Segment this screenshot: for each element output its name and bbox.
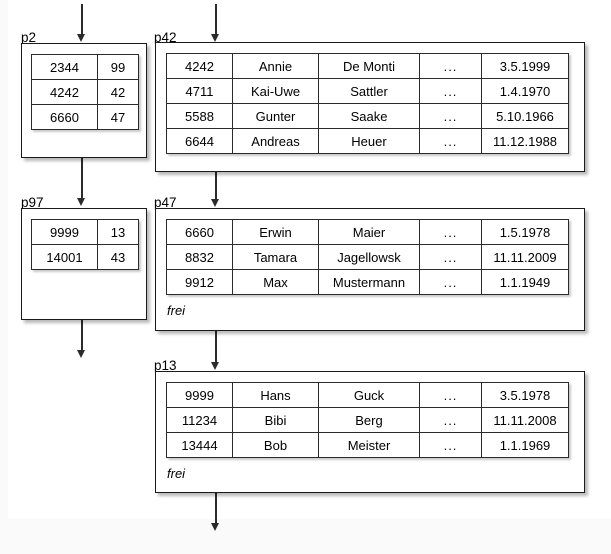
cell-key: 14001 <box>31 244 98 270</box>
cell-ellipsis: ... <box>419 269 482 295</box>
cell-ellipsis: ... <box>419 103 482 129</box>
free-space-label-p13: frei <box>167 466 186 481</box>
table-row[interactable]: 9912 Max Mustermann ... 1.1.1949 <box>166 269 569 295</box>
table-p13: 9999 Hans Guck ... 3.5.1978 11234 Bibi B… <box>166 382 569 458</box>
cell-key: 4242 <box>31 79 98 105</box>
cell-key: 9999 <box>31 219 98 245</box>
table-row[interactable]: 5588 Gunter Saake ... 5.10.1966 <box>166 103 569 129</box>
table-row[interactable]: 4242 Annie De Monti ... 3.5.1999 <box>166 53 569 79</box>
cell-value: 13 <box>97 219 139 245</box>
table-row[interactable]: 6660 Erwin Maier ... 1.5.1978 <box>166 219 569 245</box>
cell-ellipsis: ... <box>419 407 482 433</box>
cell-firstname: Gunter <box>232 103 319 129</box>
cell-id: 11234 <box>166 407 233 433</box>
cell-firstname: Tamara <box>232 244 319 270</box>
table-p2: 2344 99 4242 42 6660 47 <box>31 54 139 130</box>
cell-ellipsis: ... <box>419 53 482 79</box>
cell-firstname: Andreas <box>232 128 319 154</box>
block-p2[interactable]: 2344 99 4242 42 6660 47 <box>21 43 147 158</box>
cell-value: 42 <box>97 79 139 105</box>
table-row[interactable]: 13444 Bob Meister ... 1.1.1969 <box>166 432 569 458</box>
cell-date: 11.11.2008 <box>481 407 569 433</box>
block-label-p2: p2 <box>21 30 37 45</box>
cell-value: 99 <box>97 54 139 80</box>
block-p47[interactable]: 6660 Erwin Maier ... 1.5.1978 8832 Tamar… <box>155 208 585 331</box>
cell-id: 8832 <box>166 244 233 270</box>
table-row[interactable]: 9999 Hans Guck ... 3.5.1978 <box>166 382 569 408</box>
cell-lastname: Maier <box>318 219 420 245</box>
cell-firstname: Annie <box>232 53 319 79</box>
block-label-p97: p97 <box>21 195 44 210</box>
cell-lastname: Jagellowsk <box>318 244 420 270</box>
cell-id: 13444 <box>166 432 233 458</box>
cell-date: 5.10.1966 <box>481 103 569 129</box>
cell-lastname: Sattler <box>318 78 420 104</box>
table-row[interactable]: 6660 47 <box>31 104 139 130</box>
free-space-label-p47: frei <box>167 303 186 318</box>
table-p97: 9999 13 14001 43 <box>31 219 139 270</box>
cell-date: 1.1.1949 <box>481 269 569 295</box>
cell-lastname: De Monti <box>318 53 420 79</box>
diagram-paper: p2 2344 99 4242 42 6660 47 <box>8 0 611 531</box>
table-row[interactable]: 9999 13 <box>31 219 139 245</box>
cell-date: 11.12.1988 <box>481 128 569 154</box>
cell-lastname: Mustermann <box>318 269 420 295</box>
cell-id: 4242 <box>166 53 233 79</box>
table-row[interactable]: 2344 99 <box>31 54 139 80</box>
cell-key: 6660 <box>31 104 98 130</box>
table-row[interactable]: 4242 42 <box>31 79 139 105</box>
cell-date: 1.5.1978 <box>481 219 569 245</box>
table-row[interactable]: 6644 Andreas Heuer ... 11.12.1988 <box>166 128 569 154</box>
cell-ellipsis: ... <box>419 382 482 408</box>
cell-lastname: Berg <box>318 407 420 433</box>
cell-id: 5588 <box>166 103 233 129</box>
cell-id: 4711 <box>166 78 233 104</box>
cell-value: 43 <box>97 244 139 270</box>
cell-firstname: Max <box>232 269 319 295</box>
table-row[interactable]: 11234 Bibi Berg ... 11.11.2008 <box>166 407 569 433</box>
cell-id: 6660 <box>166 219 233 245</box>
cell-value: 47 <box>97 104 139 130</box>
cell-firstname: Hans <box>232 382 319 408</box>
cell-firstname: Bibi <box>232 407 319 433</box>
table-p47: 6660 Erwin Maier ... 1.5.1978 8832 Tamar… <box>166 219 569 295</box>
cell-ellipsis: ... <box>419 128 482 154</box>
block-label-p42: p42 <box>154 30 177 45</box>
block-p42[interactable]: 4242 Annie De Monti ... 3.5.1999 4711 Ka… <box>155 42 585 172</box>
cell-ellipsis: ... <box>419 78 482 104</box>
table-row[interactable]: 14001 43 <box>31 244 139 270</box>
cell-id: 9912 <box>166 269 233 295</box>
cell-lastname: Saake <box>318 103 420 129</box>
block-label-p47: p47 <box>154 195 177 210</box>
cell-date: 3.5.1999 <box>481 53 569 79</box>
table-row[interactable]: 8832 Tamara Jagellowsk ... 11.11.2009 <box>166 244 569 270</box>
cell-firstname: Bob <box>232 432 319 458</box>
cell-ellipsis: ... <box>419 219 482 245</box>
cell-date: 3.5.1978 <box>481 382 569 408</box>
table-row[interactable]: 4711 Kai-Uwe Sattler ... 1.4.1970 <box>166 78 569 104</box>
cell-date: 11.11.2009 <box>481 244 569 270</box>
block-p13[interactable]: 9999 Hans Guck ... 3.5.1978 11234 Bibi B… <box>155 371 585 493</box>
cell-date: 1.4.1970 <box>481 78 569 104</box>
cell-id: 9999 <box>166 382 233 408</box>
cell-id: 6644 <box>166 128 233 154</box>
cell-ellipsis: ... <box>419 244 482 270</box>
block-label-p13: p13 <box>154 358 177 373</box>
table-p42: 4242 Annie De Monti ... 3.5.1999 4711 Ka… <box>166 53 569 154</box>
cell-lastname: Meister <box>318 432 420 458</box>
cell-lastname: Heuer <box>318 128 420 154</box>
cell-firstname: Erwin <box>232 219 319 245</box>
cell-ellipsis: ... <box>419 432 482 458</box>
block-p97[interactable]: 9999 13 14001 43 <box>21 208 147 320</box>
cell-date: 1.1.1969 <box>481 432 569 458</box>
cell-key: 2344 <box>31 54 98 80</box>
cell-lastname: Guck <box>318 382 420 408</box>
cell-firstname: Kai-Uwe <box>232 78 319 104</box>
